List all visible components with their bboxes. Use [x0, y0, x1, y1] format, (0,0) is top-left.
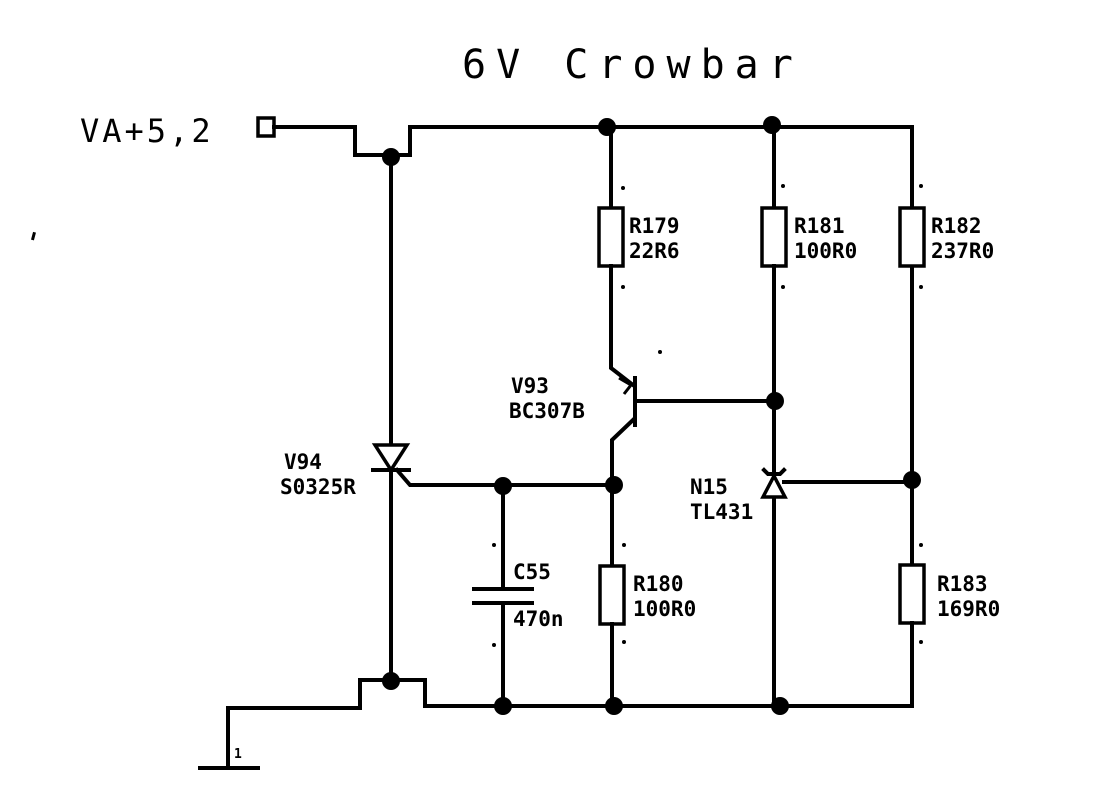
scan-speck: [781, 184, 785, 188]
v94-value: S0325R: [280, 475, 356, 499]
ground-node-label: 1: [234, 747, 242, 762]
r179-wire-bottom: [609, 264, 636, 388]
junction-bottom-c55: [494, 697, 512, 715]
scan-speck: [622, 543, 626, 547]
junction-top-r181: [763, 116, 781, 134]
junction-base: [766, 392, 784, 410]
scan-speck: [919, 184, 923, 188]
r180-value: 100R0: [633, 597, 696, 621]
v94-thyristor: [371, 443, 411, 474]
junction-bottom-r181: [771, 697, 789, 715]
r180-ref: R180: [633, 572, 684, 596]
scan-speck: [658, 350, 662, 354]
n15-value: TL431: [690, 500, 753, 524]
junction-top-r179: [598, 118, 616, 136]
input-terminal: [256, 116, 276, 138]
diagram-title: 6V Crowbar: [462, 42, 803, 88]
scan-speck: [919, 285, 923, 289]
r179-ref: R179: [629, 214, 680, 238]
r182-resistor: [898, 206, 926, 268]
v93-collector: [610, 417, 636, 486]
v93-value: BC307B: [509, 399, 585, 423]
v93-emitter-arrow: [618, 376, 634, 395]
c55-ref: C55: [513, 560, 551, 584]
v93-ref: V93: [511, 374, 549, 398]
junction-bottom-r180: [605, 697, 623, 715]
scan-speck: [492, 643, 496, 647]
scan-speck: [919, 543, 923, 547]
r179-resistor: [597, 206, 625, 268]
scan-speck: [781, 285, 785, 289]
scan-speck: [919, 640, 923, 644]
r181-ref: R181: [794, 214, 845, 238]
scan-speck: [492, 543, 496, 547]
r180-resistor: [598, 564, 626, 626]
v94-gate-wire: [394, 467, 614, 487]
r182-ref: R182: [931, 214, 982, 238]
n15-cathode: [761, 467, 787, 476]
r183-value: 169R0: [937, 597, 1000, 621]
junction-gate-r180: [605, 476, 623, 494]
junction-ground-input: [382, 672, 400, 690]
r179-value: 22R6: [629, 239, 680, 263]
bottom-rail: [226, 638, 914, 710]
n15-shunt-regulator: [760, 472, 788, 499]
junction-ref-divider: [903, 471, 921, 489]
scan-speck: [622, 640, 626, 644]
scan-speck: [30, 231, 36, 241]
r181-resistor: [760, 206, 788, 268]
top-rail: [272, 125, 914, 402]
input-terminal-label: VA+5,2: [80, 112, 214, 150]
r183-ref: R183: [937, 572, 988, 596]
scan-speck: [621, 285, 625, 289]
v94-ref: V94: [284, 450, 322, 474]
r181-value: 100R0: [794, 239, 857, 263]
r182-value: 237R0: [931, 239, 994, 263]
c55-value: 470n: [513, 607, 564, 631]
n15-ref: N15: [690, 475, 728, 499]
junction-gate-c55: [494, 477, 512, 495]
junction-input: [382, 148, 400, 166]
scan-speck: [621, 186, 625, 190]
r183-resistor: [898, 563, 926, 625]
